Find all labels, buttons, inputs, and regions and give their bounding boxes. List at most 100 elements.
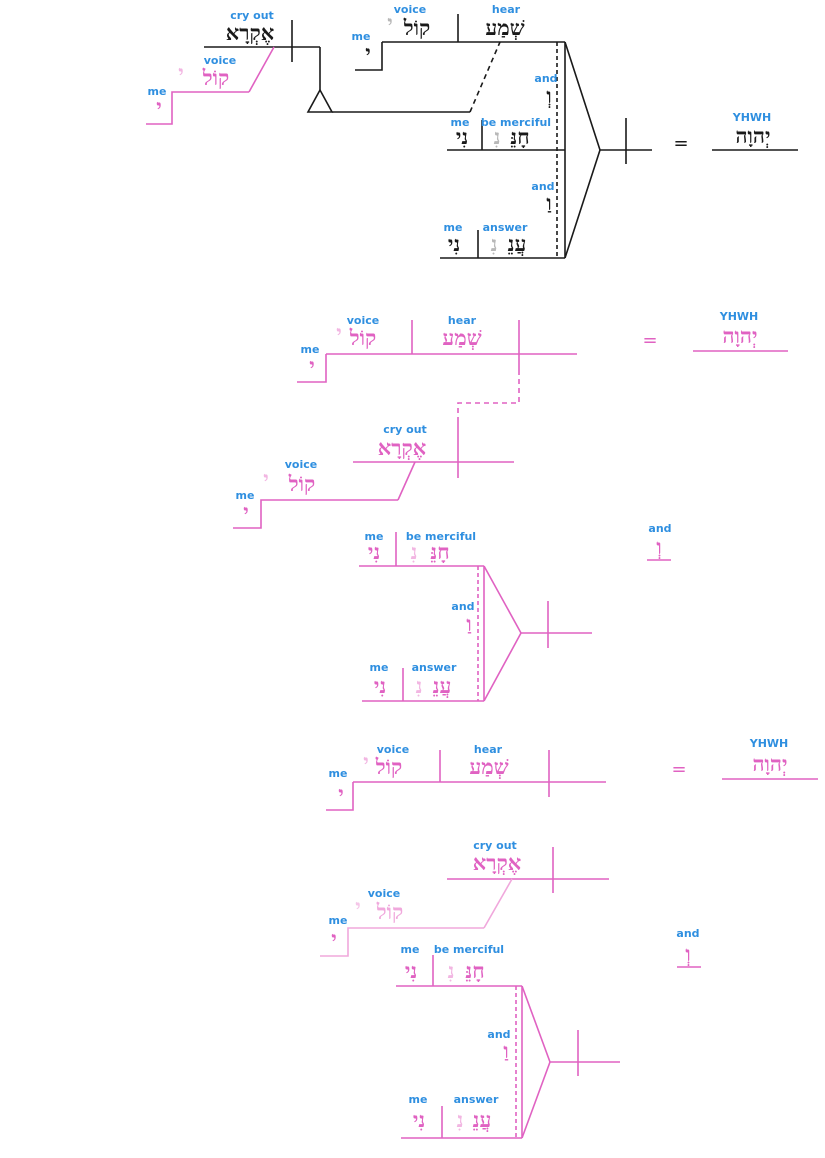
diagram-1: cry out אֶקְרָא voice קוֹל י me י voice … — [146, 3, 798, 259]
word-yod: י — [156, 94, 162, 119]
gloss-cry-out: cry out — [230, 9, 274, 22]
gloss-me: me — [401, 943, 420, 956]
word-yod: י — [331, 926, 337, 951]
gloss-answer: answer — [454, 1093, 499, 1106]
word-ni: נִי — [413, 1107, 425, 1132]
affix-yod: י — [263, 466, 269, 491]
gloss-and: and — [534, 72, 557, 85]
word-kol: קוֹל — [376, 899, 403, 924]
gloss-me: me — [301, 343, 320, 356]
equals-sign: = — [673, 133, 688, 154]
gloss-be-merciful: be merciful — [481, 116, 551, 129]
gloss-me: me — [236, 489, 255, 502]
affix-ni: נִ — [457, 1107, 464, 1132]
word-ni: נִי — [374, 673, 386, 698]
word-shema: שְׁמַע — [442, 325, 481, 350]
gloss-me: me — [352, 30, 371, 43]
gloss-me: me — [329, 767, 348, 780]
word-vav: וְ — [656, 534, 661, 559]
diagram-3-lines — [326, 750, 818, 1139]
word-yod: י — [243, 499, 249, 524]
gloss-me: me — [409, 1093, 428, 1106]
word-ekra: אֶקְרָא — [473, 850, 522, 875]
gloss-answer: answer — [483, 221, 528, 234]
word-shema: שְׁמַע — [485, 15, 524, 40]
gloss-yhwh: YHWH — [719, 310, 759, 323]
gloss-and: and — [676, 927, 699, 940]
gloss-me: me — [370, 661, 389, 674]
word-ni: נִי — [405, 958, 417, 983]
affix-yod: י — [363, 749, 369, 774]
diagram-1-lines — [204, 14, 798, 259]
affix-ni: נִ — [411, 539, 418, 564]
affix-ni: נִ — [494, 124, 501, 149]
gloss-be-merciful: be merciful — [434, 943, 504, 956]
word-aneni: עֲנֵ — [433, 673, 452, 698]
gloss-yhwh: YHWH — [749, 737, 789, 750]
diagram-1-pink-modifier — [146, 46, 275, 125]
gloss-me: me — [451, 116, 470, 129]
word-kol: קוֹל — [403, 15, 430, 40]
gloss-me: me — [148, 85, 167, 98]
gloss-voice: voice — [204, 54, 236, 67]
affix-yod: י — [387, 10, 393, 35]
gloss-and: and — [451, 600, 474, 613]
gloss-me: me — [329, 914, 348, 927]
gloss-hear: hear — [448, 314, 477, 327]
diagram-3: voice קוֹל י me י hear שְׁמַע = YHWH יְה… — [320, 737, 818, 1139]
word-chonneni: חָנֵּ — [465, 958, 484, 983]
affix-ni: נִ — [416, 673, 423, 698]
gloss-and: and — [648, 522, 671, 535]
word-kol: קוֹל — [375, 754, 402, 779]
diagram-2-lines — [233, 320, 788, 702]
equals-sign: = — [642, 330, 657, 351]
gloss-yhwh: YHWH — [732, 111, 772, 124]
word-vav: וְ — [546, 83, 551, 108]
gloss-be-merciful: be merciful — [406, 530, 476, 543]
word-kol: קוֹל — [288, 471, 315, 496]
affix-yod: י — [178, 60, 184, 85]
word-shema: שְׁמַע — [469, 754, 508, 779]
gloss-voice: voice — [394, 3, 426, 16]
word-yhwh: יְהוָה — [752, 751, 787, 776]
gloss-voice: voice — [285, 458, 317, 471]
word-vav: וַ — [466, 611, 471, 636]
gloss-me: me — [365, 530, 384, 543]
gloss-and: and — [487, 1028, 510, 1041]
affix-yod: י — [336, 320, 342, 345]
word-ni: נִי — [456, 124, 468, 149]
word-ekra: אֶקְרָא — [226, 20, 275, 45]
word-yhwh: יְהוָה — [722, 323, 757, 348]
gloss-cry-out: cry out — [473, 839, 517, 852]
word-yod: י — [309, 353, 315, 378]
affix-ni: נִ — [491, 231, 498, 256]
word-chonneni: חָנֵּ — [430, 539, 449, 564]
gloss-answer: answer — [412, 661, 457, 674]
gloss-voice: voice — [377, 743, 409, 756]
equals-sign: = — [671, 759, 686, 780]
word-yhwh: יְהוָה — [735, 123, 770, 148]
gloss-and: and — [531, 180, 554, 193]
word-aneni: עֲנֵ — [508, 231, 527, 256]
gloss-voice: voice — [368, 887, 400, 900]
affix-yod: י — [355, 894, 361, 919]
word-kol: קוֹל — [349, 325, 376, 350]
word-vav: וַ — [546, 190, 551, 215]
word-vav: וְ — [685, 941, 690, 966]
word-aneni: עֲנֵ — [473, 1107, 492, 1132]
gloss-me: me — [444, 221, 463, 234]
word-vav: וַ — [503, 1038, 508, 1063]
word-chonneni: חָנֵּ — [510, 124, 529, 149]
word-yod: י — [365, 40, 371, 65]
gloss-hear: hear — [492, 3, 521, 16]
gloss-hear: hear — [474, 743, 503, 756]
word-ni: נִי — [448, 231, 460, 256]
diagram-2: voice קוֹל י me י hear שְׁמַע = YHWH יְה… — [233, 310, 788, 702]
affix-ni: נִ — [448, 958, 455, 983]
gloss-voice: voice — [347, 314, 379, 327]
word-ekra: אֶקְרָא — [378, 435, 427, 460]
diagram-3-light-modifier — [320, 878, 513, 957]
gloss-cry-out: cry out — [383, 423, 427, 436]
word-kol: קוֹל — [202, 65, 229, 90]
